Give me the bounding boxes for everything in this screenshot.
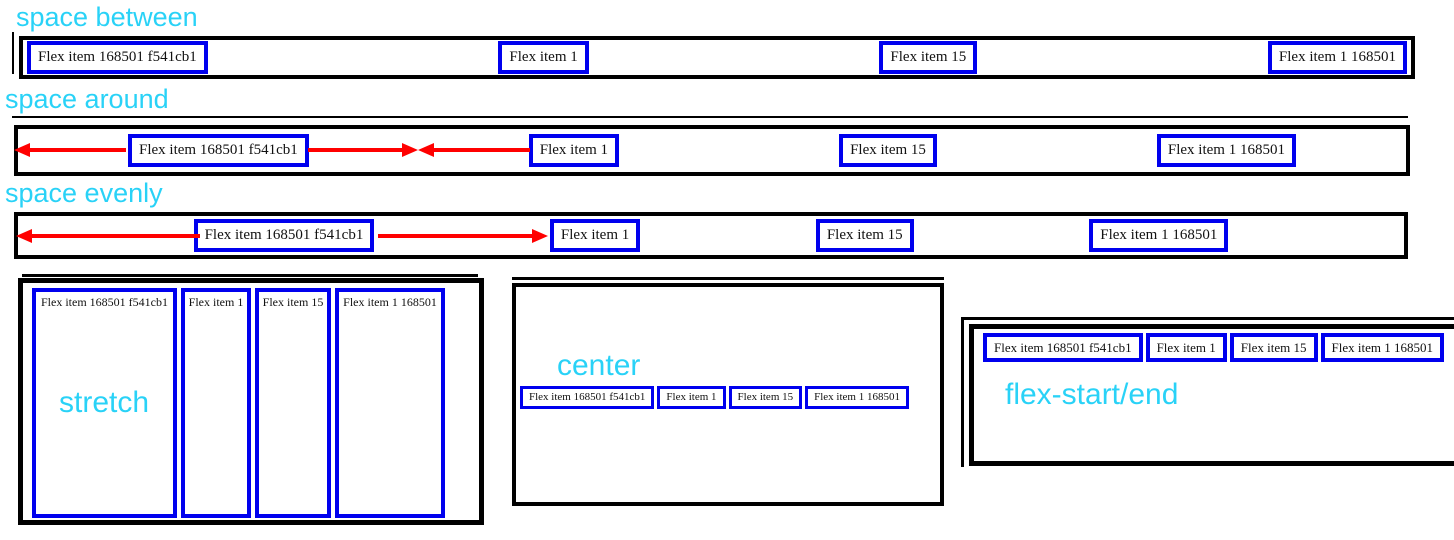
flex-item[interactable]: Flex item 1 xyxy=(549,219,641,252)
flex-item[interactable]: Flex item 15 xyxy=(879,41,978,74)
flex-container-flex-start-end: Flex item 168501 f541cb1 Flex item 1 Fle… xyxy=(969,324,1454,466)
flex-item[interactable]: Flex item 15 xyxy=(1229,333,1318,362)
panel-startend-left-rule xyxy=(961,319,964,467)
flex-item[interactable]: Flex item 15 xyxy=(728,386,803,409)
flex-item[interactable]: Flex item 1 xyxy=(180,288,251,518)
caption-space-around: space around xyxy=(5,84,169,114)
panel-stretch-top-rule xyxy=(22,274,478,277)
flex-item[interactable]: Flex item 1 xyxy=(528,134,620,167)
caption-stretch: stretch xyxy=(59,386,150,419)
flex-container-stretch-inner: Flex item 168501 f541cb1 Flex item 1 Fle… xyxy=(32,288,445,518)
caption-space-evenly: space evenly xyxy=(5,178,163,208)
flex-item[interactable]: Flex item 1 xyxy=(657,386,726,409)
flex-container-space-between: Flex item 168501 f541cb1 Flex item 1 Fle… xyxy=(19,36,1415,79)
flex-item[interactable]: Flex item 168501 f541cb1 xyxy=(520,386,655,409)
flex-item[interactable]: Flex item 168501 f541cb1 xyxy=(983,333,1143,362)
flex-item[interactable]: Flex item 168501 f541cb1 xyxy=(27,41,208,74)
flex-container-center: Flex item 168501 f541cb1 Flex item 1 Fle… xyxy=(512,283,944,506)
flex-container-space-evenly: Flex item 168501 f541cb1 Flex item 1 Fle… xyxy=(14,212,1408,259)
flex-item[interactable]: Flex item 168501 f541cb1 xyxy=(193,219,375,252)
flex-item[interactable]: Flex item 1 168501 xyxy=(805,386,909,409)
flex-item[interactable]: Flex item 15 xyxy=(254,288,331,518)
flex-item[interactable]: Flex item 1 168501 xyxy=(1267,41,1407,74)
flex-container-stretch: Flex item 168501 f541cb1 Flex item 1 Fle… xyxy=(18,278,484,525)
panel-startend-top-rule xyxy=(961,317,1454,320)
flex-item[interactable]: Flex item 168501 f541cb1 xyxy=(32,288,177,518)
flex-container-center-inner: Flex item 168501 f541cb1 Flex item 1 Fle… xyxy=(520,386,909,409)
flex-item[interactable]: Flex item 15 xyxy=(839,134,937,167)
caption-space-between: space between xyxy=(16,2,198,32)
row-2-top-rule xyxy=(12,116,1408,118)
flex-container-flex-start-end-inner: Flex item 168501 f541cb1 Flex item 1 Fle… xyxy=(983,333,1444,362)
caption-flex-start-end: flex-start/end xyxy=(1005,378,1179,411)
flex-item[interactable]: Flex item 1 168501 xyxy=(1320,333,1444,362)
panel-center-top-rule xyxy=(512,277,944,280)
flex-item[interactable]: Flex item 168501 f541cb1 xyxy=(128,134,309,167)
caption-center: center xyxy=(557,349,641,382)
flex-item[interactable]: Flex item 1 xyxy=(498,41,589,74)
flex-item[interactable]: Flex item 15 xyxy=(815,219,914,252)
flex-container-space-around: Flex item 168501 f541cb1 Flex item 1 Fle… xyxy=(14,125,1410,176)
flex-item[interactable]: Flex item 1 168501 xyxy=(1156,134,1296,167)
flex-item[interactable]: Flex item 1 168501 xyxy=(1089,219,1229,252)
flex-item[interactable]: Flex item 1 168501 xyxy=(334,288,445,518)
flex-item[interactable]: Flex item 1 xyxy=(1145,333,1227,362)
row-1-left-marker xyxy=(12,32,14,74)
